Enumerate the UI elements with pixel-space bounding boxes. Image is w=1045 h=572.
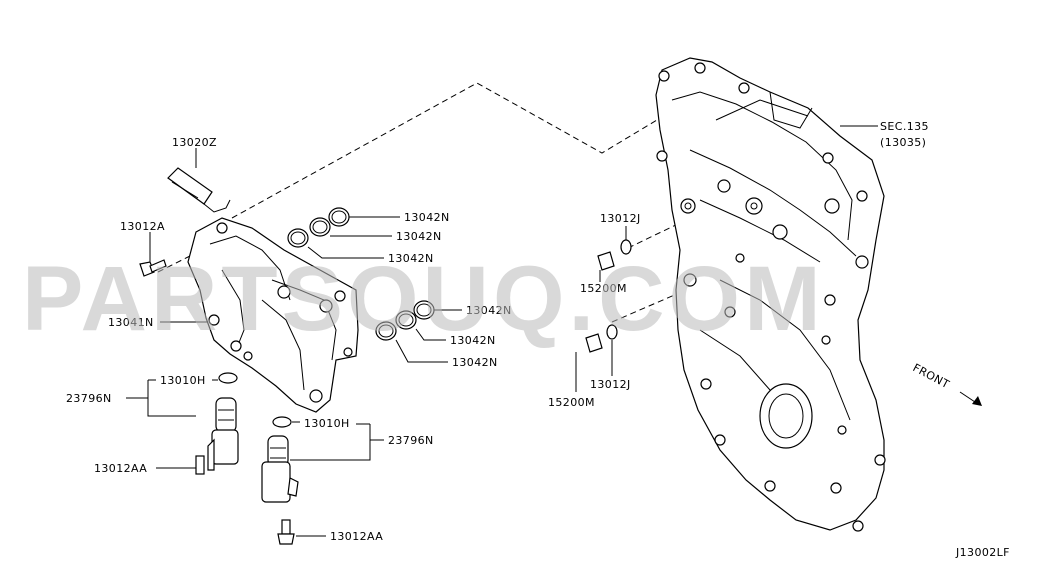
solenoid-valve-lower	[261, 416, 299, 545]
label-sec-135: SEC.135	[880, 120, 929, 133]
label-sec-13035: (13035)	[880, 136, 926, 149]
label-13012j-1: 13012J	[600, 212, 641, 225]
label-13042n-5: 13042N	[450, 334, 496, 347]
label-13042n-3: 13042N	[388, 252, 434, 265]
sensor-13020z	[167, 167, 231, 213]
label-13041n: 13041N	[108, 316, 154, 329]
label-23796n-1: 23796N	[66, 392, 112, 405]
label-13012a: 13012A	[120, 220, 165, 233]
part-labels: 13020Z 13012A 13041N 13042N 13042N 13042…	[66, 120, 1010, 559]
diagram-code: J13002LF	[955, 546, 1010, 559]
plugs-and-seals	[585, 239, 632, 353]
leader-lines	[126, 125, 878, 537]
label-15200m-2: 15200M	[548, 396, 595, 409]
label-13012aa-1: 13012AA	[94, 462, 147, 475]
o-rings-13042n	[287, 207, 435, 341]
dashed-guide-lines	[157, 82, 687, 323]
timing-chain-cover	[655, 57, 886, 532]
label-13042n-4: 13042N	[466, 304, 512, 317]
label-13012aa-2: 13012AA	[330, 530, 383, 543]
solenoid-valve-upper	[195, 372, 239, 475]
front-arrow: FRONT	[911, 361, 982, 406]
label-13042n-6: 13042N	[452, 356, 498, 369]
label-13010h-2: 13010H	[304, 417, 350, 430]
bolt-13012a	[139, 259, 167, 277]
label-13020z: 13020Z	[172, 136, 217, 149]
arrow-head-icon	[972, 396, 982, 406]
front-label: FRONT	[911, 361, 952, 391]
watermark: PARTSOUQ.COM	[22, 248, 825, 350]
label-15200m-1: 15200M	[580, 282, 627, 295]
label-13012j-2: 13012J	[590, 378, 631, 391]
label-13010h-1: 13010H	[160, 374, 206, 387]
label-23796n-2: 23796N	[388, 434, 434, 447]
label-13042n-1: 13042N	[404, 211, 450, 224]
label-13042n-2: 13042N	[396, 230, 442, 243]
